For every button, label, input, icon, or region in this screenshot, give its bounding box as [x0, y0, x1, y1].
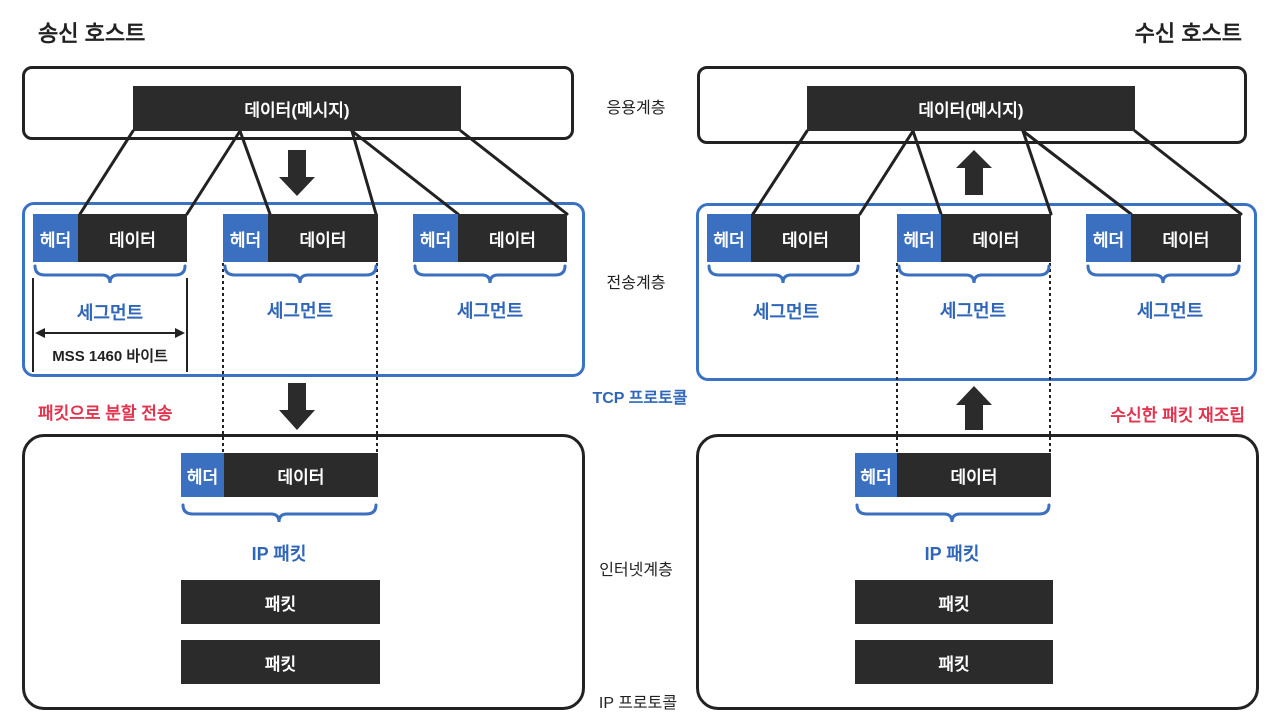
- sender-message-bar: 데이터(메시지): [133, 86, 461, 131]
- receiver-merge-line: [1133, 129, 1243, 216]
- mss-label: MSS 1460 바이트: [52, 348, 168, 365]
- sender-segment-2-brace: [223, 264, 378, 284]
- receiver-segment-1-data: 데이터: [751, 214, 860, 262]
- sender-segment-3-label: 세그먼트: [456, 301, 524, 321]
- receiver-ip-packet-label: IP 패킷: [924, 544, 980, 564]
- receiver-message-bar: 데이터(메시지): [807, 86, 1135, 131]
- receiver-packet-1: 패킷: [855, 580, 1053, 624]
- sender-split-line: [350, 129, 460, 216]
- ip-protocol-label: IP 프로토콜: [598, 695, 678, 712]
- receiver-segment-1-label: 세그먼트: [752, 302, 820, 322]
- receiver-segment-3-header: 헤더: [1086, 214, 1131, 262]
- sender-packet-2: 패킷: [181, 640, 380, 684]
- sender-segment-1-header: 헤더: [33, 214, 78, 262]
- receiver-merge-line: [1021, 129, 1053, 216]
- down-arrow-icon: [279, 383, 315, 430]
- sender-segment-3-header: 헤더: [413, 214, 458, 262]
- receiver-segment-2-data: 데이터: [941, 214, 1051, 262]
- up-arrow-icon: [956, 386, 992, 430]
- up-arrow-icon: [956, 150, 992, 195]
- sender-segment-2-header: 헤더: [223, 214, 268, 262]
- receiver-segment-2-brace: [897, 264, 1051, 284]
- receiver-host-title: 수신 호스트: [1134, 21, 1242, 46]
- sender-note: 패킷으로 분할 전송: [38, 404, 173, 423]
- sender-ip-packet-data: 데이터: [224, 453, 378, 497]
- receiver-transport-box: [696, 203, 1257, 381]
- receiver-ip-packet-header: 헤더: [855, 453, 897, 497]
- receiver-merge-line: [751, 129, 809, 216]
- internet-layer-label: 인터넷계층: [599, 562, 673, 579]
- tcp-protocol-label: TCP 프로토콜: [592, 390, 688, 407]
- sender-split-line: [185, 129, 242, 216]
- down-arrow-icon: [279, 150, 315, 196]
- sender-split-line: [78, 129, 135, 216]
- sender-ip-packet-label: IP 패킷: [251, 544, 307, 564]
- receiver-segment-1-brace: [707, 264, 860, 284]
- transport-layer-label: 전송계층: [606, 275, 666, 292]
- sender-segment-1-brace: [33, 264, 187, 284]
- receiver-segment-2-header: 헤더: [897, 214, 941, 262]
- receiver-note: 수신한 패킷 재조립: [1110, 406, 1245, 425]
- receiver-merge-line: [858, 129, 915, 216]
- receiver-segment-3-brace: [1086, 264, 1241, 284]
- sender-split-line: [459, 129, 569, 216]
- mss-left-arrowhead: [35, 328, 45, 338]
- receiver-segment-1-header: 헤더: [707, 214, 751, 262]
- sender-segment-2-label: 세그먼트: [266, 301, 334, 321]
- receiver-ip-packet-data: 데이터: [897, 453, 1051, 497]
- sender-segment-1-data: 데이터: [78, 214, 187, 262]
- sender-segment-3-brace: [413, 264, 567, 284]
- mss-right-arrowhead: [175, 328, 185, 338]
- sender-segment-3-data: 데이터: [458, 214, 567, 262]
- sender-segment-2-data: 데이터: [268, 214, 378, 262]
- receiver-packet-2: 패킷: [855, 640, 1053, 684]
- receiver-ip-packet-brace: [855, 503, 1051, 523]
- receiver-segment-3-data: 데이터: [1131, 214, 1241, 262]
- sender-split-line: [350, 129, 378, 216]
- sender-host-title: 송신 호스트: [38, 21, 146, 46]
- sender-packet-1: 패킷: [181, 580, 380, 624]
- receiver-internet-box: [696, 434, 1259, 710]
- sender-split-line: [238, 129, 272, 216]
- sender-ip-packet-header: 헤더: [181, 453, 224, 497]
- sender-segment-1-label: 세그먼트: [76, 303, 144, 323]
- receiver-segment-2-label: 세그먼트: [939, 301, 1007, 321]
- sender-ip-packet-brace: [181, 503, 378, 523]
- sender-transport-box: [22, 202, 585, 377]
- receiver-merge-line: [1021, 129, 1133, 216]
- application-layer-label: 응용계층: [606, 100, 666, 117]
- sender-internet-box: [22, 434, 585, 710]
- receiver-segment-3-label: 세그먼트: [1136, 301, 1204, 321]
- receiver-merge-line: [911, 129, 943, 216]
